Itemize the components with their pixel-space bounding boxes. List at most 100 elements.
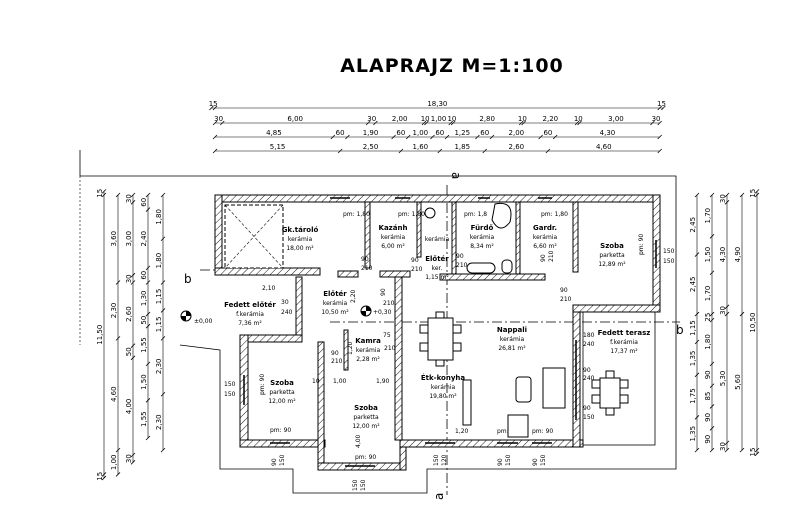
- opening-annotation: 1,20: [347, 341, 354, 355]
- dimension-tick: [424, 120, 429, 126]
- dimension-tick: [212, 120, 218, 126]
- opening-annotation: pm:: [497, 428, 509, 435]
- dimension-tick: [709, 425, 715, 431]
- dimension-label: 1,00: [431, 115, 447, 123]
- opening-annotation: 4,00: [355, 434, 362, 448]
- room-floor: kerámia: [431, 384, 456, 391]
- room-name: Szoba: [600, 242, 624, 250]
- dimension-tick: [574, 120, 580, 126]
- dimension-tick: [724, 200, 730, 205]
- dimension-tick: [657, 105, 662, 111]
- room-floor: kerámia: [381, 234, 406, 241]
- dimension-label: 85: [704, 392, 712, 401]
- dimension-tick: [489, 134, 495, 140]
- dimension-label: 1,80: [704, 334, 712, 350]
- dimension-tick: [724, 447, 730, 453]
- dimension-label: 60: [140, 198, 148, 207]
- dimension-label: 4,30: [600, 129, 616, 137]
- dimension-tick: [130, 343, 136, 348]
- dimension-tick: [212, 148, 218, 154]
- dimension-tick: [577, 120, 582, 126]
- dimension-tick: [724, 192, 730, 198]
- dimension-label: 1,00: [413, 129, 429, 137]
- site-outline: [79, 150, 677, 494]
- room-name: Kamra: [355, 337, 381, 345]
- dimension-label: 2,30: [155, 414, 163, 430]
- dimension-tick: [130, 355, 136, 361]
- dimension-tick: [115, 447, 121, 453]
- room-area: 26,81 m²: [498, 345, 526, 352]
- dimension-label: 50: [140, 316, 148, 325]
- opening-annotation: 90: [583, 405, 591, 412]
- dimension-label: 60: [140, 271, 148, 280]
- room-floor: f.kerámia: [610, 339, 638, 346]
- dimension-label: 1,15: [689, 320, 697, 336]
- room-area: 7,36 m²: [238, 320, 262, 327]
- dimension-tick: [101, 192, 107, 198]
- room-floor: kerámia: [470, 234, 495, 241]
- dimension-tick: [694, 372, 700, 378]
- dimension-tick: [754, 447, 760, 453]
- dimension-tick: [545, 148, 551, 154]
- dimension-tick: [220, 120, 225, 126]
- opening-annotation: 180: [583, 332, 595, 339]
- dimension-tick: [694, 311, 700, 317]
- level-entry-label: +0,30: [373, 309, 392, 316]
- dimension-label: 2,20: [543, 115, 559, 123]
- room-area: 12,00 m²: [268, 398, 296, 405]
- dimension-label: 30: [367, 115, 376, 123]
- opening-annotation: 210: [361, 265, 373, 272]
- opening-annotation: 150: [583, 414, 595, 421]
- dimension-tick: [657, 148, 662, 154]
- dimension-tick: [115, 280, 121, 285]
- dimension-label: 10: [574, 115, 583, 123]
- windows: [243, 197, 657, 467]
- dimension-tick: [448, 120, 453, 126]
- opening-annotation: 210: [548, 250, 555, 262]
- opening-annotation: pm: 1,80: [398, 211, 425, 218]
- dimension-tick: [115, 192, 121, 198]
- dimension-label: 15: [749, 448, 757, 457]
- dimension-tick: [145, 311, 151, 317]
- dimension-tick: [130, 200, 136, 205]
- dimension-tick: [739, 447, 745, 453]
- dimension-label: 1,55: [140, 337, 148, 353]
- dimension-label: 2,60: [125, 306, 133, 322]
- dimension-tick: [160, 280, 166, 285]
- dimension-label: 30: [719, 306, 727, 315]
- dimension-label: 90: [704, 413, 712, 422]
- opening-annotation: 240: [281, 309, 293, 316]
- dimension-label: 1,15: [155, 317, 163, 333]
- dimension-tick: [694, 415, 700, 420]
- room-name: Fedett előtér: [224, 300, 276, 309]
- room-floor: ker.: [432, 265, 443, 272]
- dimension-label: 30: [125, 194, 133, 203]
- dimension-label: 10: [447, 115, 456, 123]
- dimension-tick: [482, 148, 488, 154]
- dimension-label: 4,85: [266, 129, 282, 137]
- dimension-tick: [754, 451, 760, 457]
- dimension-tick: [160, 391, 166, 397]
- dimension-label: 1,85: [454, 143, 470, 151]
- dimension-label: 4,30: [719, 247, 727, 263]
- dimension-tick: [373, 120, 378, 126]
- opening-annotation: 90: [331, 350, 339, 357]
- dimension-tick: [145, 435, 151, 441]
- room-area: 17,37 m²: [610, 348, 638, 355]
- dimension-label: 60: [543, 129, 552, 137]
- dimension-label: 30: [719, 442, 727, 451]
- room-area: 2,28 m²: [356, 356, 380, 363]
- dimension-tick: [709, 317, 715, 323]
- dimension-label: 1,70: [704, 208, 712, 224]
- dimension-label: 2,40: [140, 231, 148, 247]
- room-floor: kerámia: [533, 234, 558, 241]
- dimension-tick: [657, 120, 662, 126]
- dimension-tick: [694, 339, 700, 345]
